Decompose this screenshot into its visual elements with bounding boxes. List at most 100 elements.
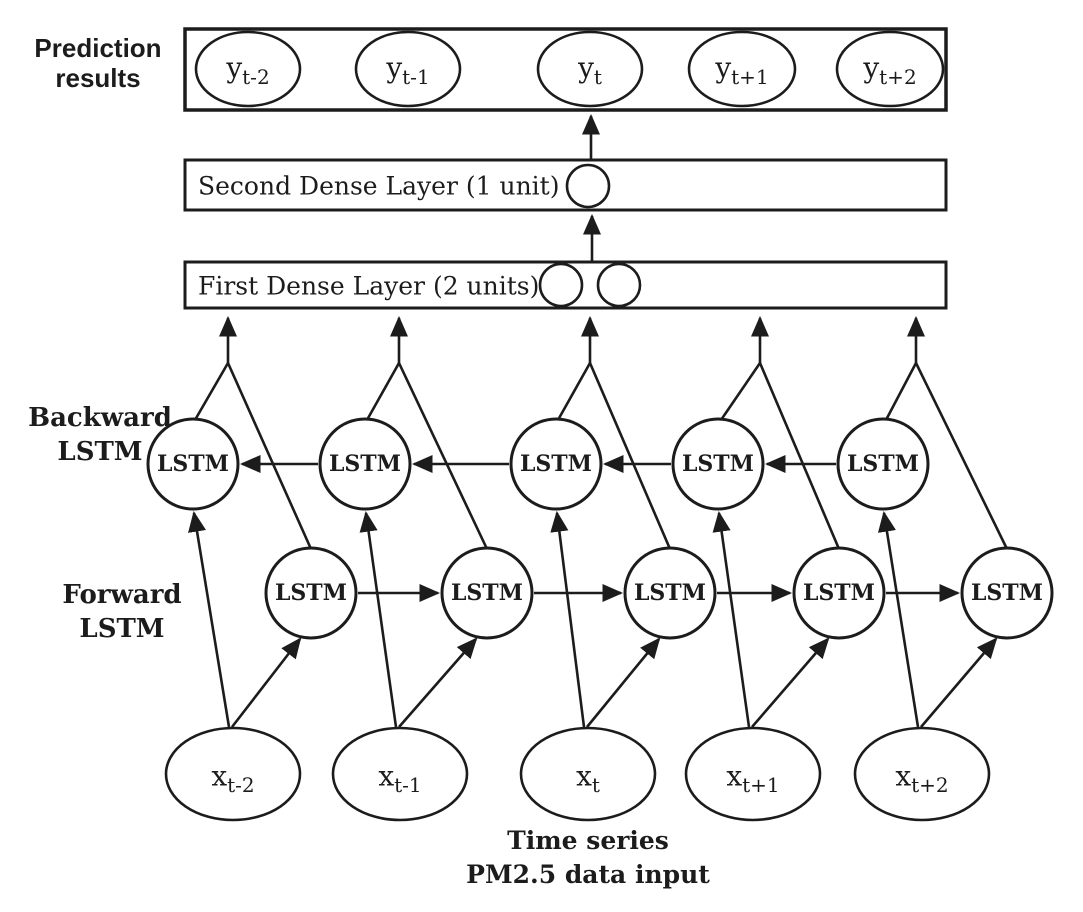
backward-lstm-text-2: LSTM xyxy=(328,451,402,477)
dense-stack-arrows xyxy=(581,113,602,262)
first-dense-layer-label: First Dense Layer (2 units) xyxy=(198,271,540,301)
forward-lstm-circle-3 xyxy=(623,546,717,640)
backward-lstm-circle-2 xyxy=(318,417,412,511)
input-ellipse-xt2 xyxy=(853,726,991,822)
prediction-ellipse-yt1 xyxy=(687,30,797,108)
node-sub: t+2 xyxy=(879,65,917,90)
tent-right-leg-4 xyxy=(758,362,841,550)
tent-left-leg-4 xyxy=(719,362,762,421)
prediction-node-yt2: yt+2 xyxy=(863,51,916,88)
tent-left-leg-5 xyxy=(884,362,918,421)
input-ellipse-xt-2 xyxy=(164,726,302,822)
node-base: x xyxy=(726,759,743,793)
prediction-results-label-line2: results xyxy=(55,63,141,93)
arrow-input4-to-backward4 xyxy=(712,510,751,728)
input-to-forward-arrows xyxy=(230,637,998,728)
merge-arrows xyxy=(193,315,1009,550)
prediction-ellipse-yt-2 xyxy=(194,30,302,108)
arrow-input1-to-backward1 xyxy=(188,510,231,728)
prediction-node-yt-1: yt-1 xyxy=(386,51,429,88)
forward-lstm-text-5: LSTM xyxy=(970,580,1044,606)
input-node-xt-2: xt-2 xyxy=(211,759,254,796)
backward-lstm-circle-1 xyxy=(146,417,240,511)
forward-lstm-label-line1: Forward xyxy=(62,580,182,610)
node-base: y xyxy=(226,51,243,85)
tent-right-leg-1 xyxy=(226,362,313,550)
tent-right-leg-2 xyxy=(397,362,489,550)
tent-right-leg-5 xyxy=(914,362,1009,550)
forward-lstm-text-1: LSTM xyxy=(274,580,348,606)
node-sub: t-2 xyxy=(242,65,270,90)
second-dense-unit-circle xyxy=(565,163,611,209)
input-ellipse-xt xyxy=(519,726,657,822)
arrow-input2-to-forward2 xyxy=(398,637,478,728)
arrow-input3-to-backward3 xyxy=(550,510,586,728)
tent-right-leg-3 xyxy=(588,362,672,550)
node-base: x xyxy=(211,759,228,793)
prediction-node-yt-2: yt-2 xyxy=(226,51,269,88)
arrow-input5-to-backward5 xyxy=(877,510,920,728)
prediction-node-yt: yt xyxy=(578,51,602,88)
input-ellipse-xt1 xyxy=(684,726,822,822)
tent-left-leg-2 xyxy=(365,362,401,421)
input-node-xt-1: xt-1 xyxy=(378,759,421,796)
arrow-input4-to-forward4 xyxy=(751,637,830,728)
input-to-backward-arrows xyxy=(188,510,920,728)
arrow-input3-to-forward3 xyxy=(585,637,661,728)
backward-lstm-text-4: LSTM xyxy=(681,451,755,477)
arrow-input1-to-forward1 xyxy=(230,637,302,728)
caption-pm25-data-input: PM2.5 data input xyxy=(466,860,710,889)
prediction-ellipse-yt-1 xyxy=(354,30,462,108)
input-node-xt2: xt+2 xyxy=(895,759,948,796)
node-base: x xyxy=(378,759,395,793)
backward-lstm-text-5: LSTM xyxy=(846,451,920,477)
node-base: y xyxy=(863,51,880,85)
caption-time-series: Time series xyxy=(507,826,669,855)
tent-left-leg-3 xyxy=(556,362,592,421)
prediction-ellipse-yt xyxy=(536,30,644,108)
forward-lstm-label-line2: LSTM xyxy=(79,614,165,644)
prediction-results-label: Prediction results xyxy=(34,33,161,93)
forward-lstm-label: Forward LSTM xyxy=(62,578,181,646)
second-dense-layer-label: Second Dense Layer (1 unit) xyxy=(198,171,560,201)
node-base: x xyxy=(895,759,912,793)
node-sub: t-1 xyxy=(402,65,430,90)
prediction-node-yt1: yt+1 xyxy=(715,51,768,88)
forward-lstm-text-3: LSTM xyxy=(633,580,707,606)
first-dense-unit-circle-2 xyxy=(596,262,642,308)
arrow-input2-to-backward2 xyxy=(359,510,398,728)
backward-lstm-circle-5 xyxy=(836,417,930,511)
node-sub: t-1 xyxy=(394,773,422,798)
node-base: y xyxy=(578,51,594,85)
prediction-ellipse-yt2 xyxy=(835,30,945,108)
node-sub: t xyxy=(593,65,602,90)
input-node-xt1: xt+1 xyxy=(726,759,779,796)
node-sub: t+2 xyxy=(911,773,949,798)
node-sub: t-2 xyxy=(227,773,255,798)
second-dense-layer-box xyxy=(183,158,948,212)
input-node-xt: xt xyxy=(576,760,600,796)
backward-lstm-label-line1: Backward xyxy=(28,403,172,433)
backward-lstm-text-1: LSTM xyxy=(156,451,230,477)
first-dense-unit-circle-1 xyxy=(538,262,584,308)
prediction-results-label-line1: Prediction xyxy=(34,33,162,63)
backward-lstm-circles xyxy=(146,417,930,511)
forward-lstm-circle-4 xyxy=(792,546,886,640)
backward-lstm-label-line2: LSTM xyxy=(57,437,143,467)
input-ellipse-xt-1 xyxy=(331,726,469,822)
backward-lstm-text-3: LSTM xyxy=(519,451,593,477)
node-sub: t xyxy=(591,773,600,798)
node-sub: t+1 xyxy=(731,65,769,90)
arrow-input5-to-forward5 xyxy=(920,637,998,728)
tent-left-leg-1 xyxy=(193,362,230,421)
node-sub: t+1 xyxy=(742,773,780,798)
backward-lstm-circle-3 xyxy=(509,417,603,511)
backward-lstm-circle-4 xyxy=(671,417,765,511)
node-base: y xyxy=(386,51,403,85)
forward-lstm-text-2: LSTM xyxy=(450,580,524,606)
forward-lstm-circle-1 xyxy=(264,546,358,640)
forward-lstm-circles xyxy=(264,546,1054,640)
backward-lstm-label: Backward LSTM xyxy=(28,401,172,469)
node-base: y xyxy=(715,51,732,85)
